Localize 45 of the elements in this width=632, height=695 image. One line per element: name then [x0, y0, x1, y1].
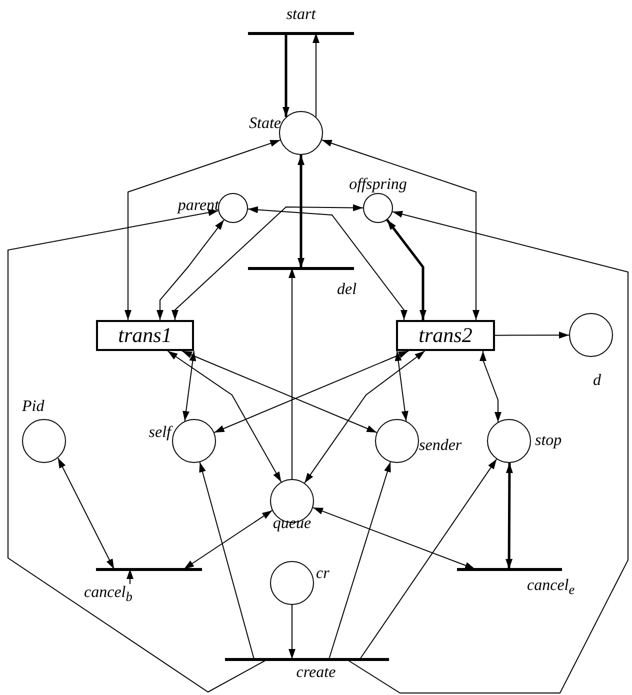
place-label: d: [593, 372, 601, 390]
place-label: State: [249, 115, 281, 133]
arc-arrow: [156, 219, 224, 320]
arc-arrow: [198, 462, 254, 660]
arc-arrow: [247, 206, 408, 320]
transition-box: trans2: [396, 320, 495, 351]
transition-label: create: [296, 664, 336, 682]
transition-box: trans1: [96, 320, 194, 351]
arc-arrow: [126, 568, 134, 584]
arc-arrow: [288, 604, 296, 660]
place-label: parent: [178, 197, 219, 215]
arc-arrow: [346, 210, 628, 694]
arc-arrow: [182, 350, 378, 434]
arc-arrow: [282, 33, 290, 117]
arc-arrow: [312, 32, 320, 118]
arc-arrow: [124, 139, 281, 320]
transition-label: cancel$_{b}$: [84, 584, 132, 606]
place-label: queue: [272, 515, 312, 533]
arc-arrow: [360, 458, 498, 660]
arc-arrow: [386, 219, 426, 320]
arc-arrow: [167, 350, 282, 482]
arc-arrow: [182, 350, 197, 422]
place-label: sender: [419, 437, 462, 455]
arc-arrow: [214, 350, 410, 433]
arc-arrow: [172, 204, 364, 320]
arc-arrow: [298, 155, 304, 268]
transition-label: start: [286, 6, 316, 24]
arc-arrow: [328, 462, 392, 660]
arc-arrow: [506, 463, 513, 569]
arc-arrow: [304, 350, 426, 484]
arc-arrow: [494, 332, 570, 339]
place-label: self: [148, 424, 171, 442]
arc-arrow: [321, 138, 480, 320]
transition-label: del: [337, 281, 357, 299]
transition-label: cancel$_{e}$: [527, 577, 575, 600]
arc-arrow: [184, 510, 273, 570]
arc-arrow: [394, 350, 409, 422]
place-label: offspring: [349, 176, 407, 194]
place-label: Pid: [22, 398, 44, 416]
arc-arrow: [288, 268, 296, 480]
arc-arrow: [480, 350, 502, 422]
place-label: cr: [316, 565, 330, 583]
place-label: stop: [535, 432, 562, 450]
arc-arrow: [312, 506, 476, 570]
arc-arrow: [57, 458, 114, 570]
